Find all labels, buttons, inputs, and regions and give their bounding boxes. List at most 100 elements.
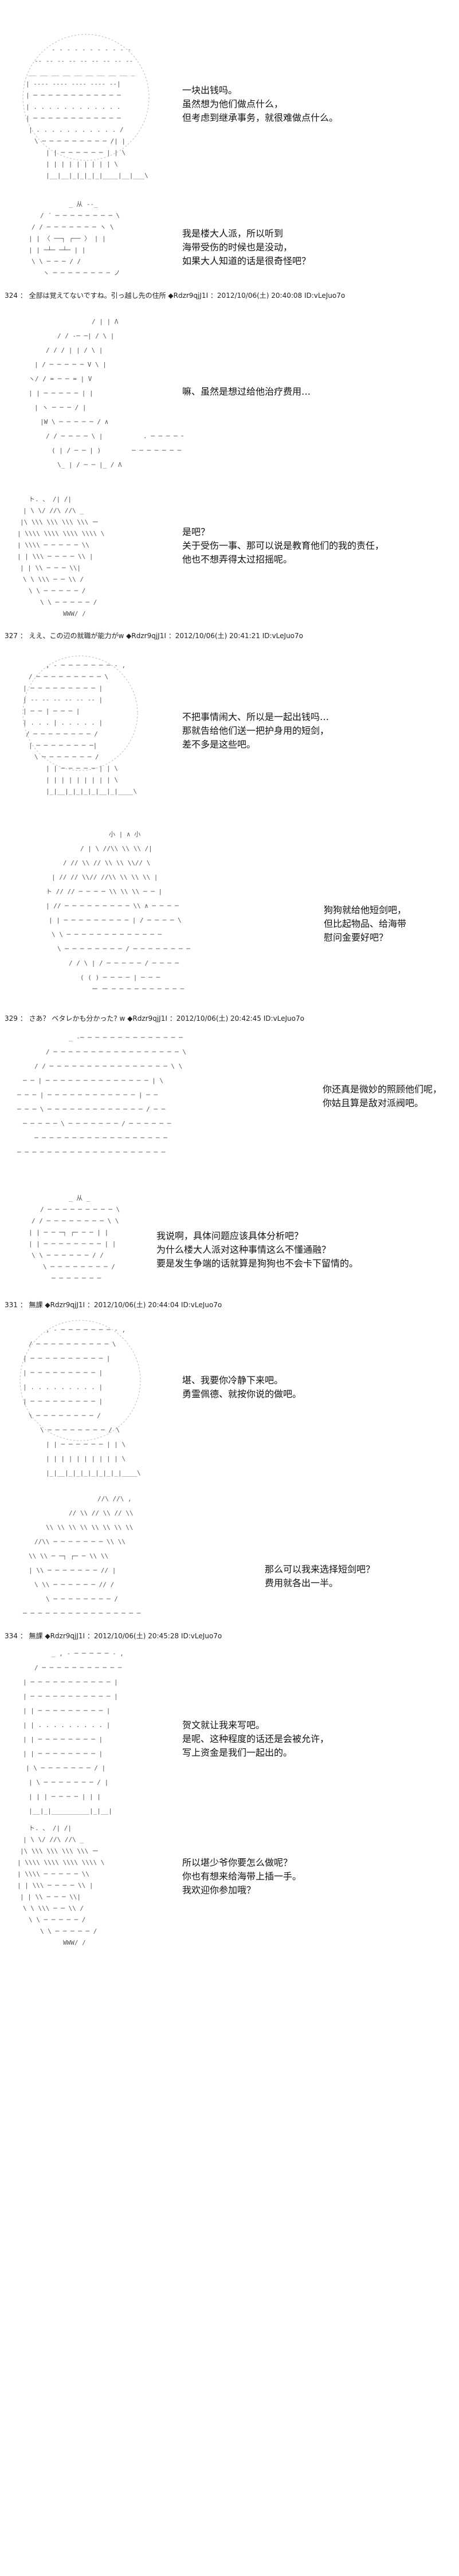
svg-text:| ─ ─ | ─ ─ ─ |: | ─ ─ | ─ ─ ─ | bbox=[23, 707, 80, 715]
svg-text:/ / ─ ─ ─ ─ ─ ─ ─ ─ \ \: / / ─ ─ ─ ─ ─ ─ ─ ─ \ \ bbox=[32, 1217, 119, 1225]
svg-text://\ //\ ,: //\ //\ , bbox=[97, 1495, 132, 1503]
svg-text:| | ─ ─ ─ ─ ─ ─ | | \: | | ─ ─ ─ ─ ─ ─ | | \ bbox=[46, 1441, 125, 1448]
ascii-art-young-man-face: _ 从 --_ / ´ ─ ─ ─ ─ ─ ─ ─ ─ \ / / ─ ─ ─ … bbox=[17, 198, 155, 284]
svg-text:_ 从 _: _ 从 _ bbox=[69, 1194, 91, 1202]
svg-text:─ ─ ─ ─ ─ ─ ─ ─ ─ ─ ─ ─ ─ ─ ─: ─ ─ ─ ─ ─ ─ ─ ─ ─ ─ ─ ─ ─ ─ ─ ─ ─ ─ ─ ─ bbox=[17, 1149, 166, 1156]
dialogue-327-b: 狗狗就给他短剑吧， 但比起物品、给海带 慰问金要好吧？ bbox=[324, 903, 406, 945]
svg-text:|\ \\\ \\\ \\\ \\\ ー: |\ \\\ \\\ \\\ \\\ ー bbox=[20, 1847, 99, 1855]
svg-text:| // ─ ─ ─ ─ ─ ─ ─ ─ ─ \\ ∧ ─: | // ─ ─ ─ ─ ─ ─ ─ ─ ─ \\ ∧ ─ ─ ─ ─ bbox=[46, 902, 179, 910]
svg-text:( ( ) ─ ─ ─ ─ | ─ ─ ─: ( ( ) ─ ─ ─ ─ | ─ ─ ─ bbox=[80, 974, 160, 981]
dialogue-line: 要是发生争端的话就算是狗狗也不会卡下留情的。 bbox=[156, 1258, 359, 1269]
svg-text:| ─ ─ ─ ─ ─ ─ ─ ─ ─ ─ ─ ─: | ─ ─ ─ ─ ─ ─ ─ ─ ─ ─ ─ ─ bbox=[26, 115, 121, 122]
svg-text:| | | ─ ─ ─ ─ | | |: | | | ─ ─ ─ ─ | | | bbox=[29, 1793, 101, 1800]
ascii-art-smooth-face: - - - - - - - - - - - -- -- -- -- -- -- … bbox=[11, 29, 178, 195]
svg-text:| ─ ─ ─ ─ ─ ─ ─ ─ ─ |: | ─ ─ ─ ─ ─ ─ ─ ─ ─ | bbox=[23, 1369, 103, 1377]
svg-text:| \ ─ ─ ─ ─ ─ ─ ─ / |: | \ ─ ─ ─ ─ ─ ─ ─ / | bbox=[26, 1764, 105, 1772]
ascii-art-young-man-face-2: _ 从 _ / ─ ─ ─ ─ ─ ─ ─ ─ ─ \ / / ─ ─ ─ ─ … bbox=[17, 1191, 149, 1283]
ascii-art-image: ト. 、 /| /| | \ \/ //\ //\ _ |\ \\\ \\\ \… bbox=[17, 495, 104, 618]
svg-text:\ \ ─ ─ ─ ─ ─ /: \ \ ─ ─ ─ ─ ─ / bbox=[29, 587, 85, 595]
svg-text:- - - - - - - - - - -: - - - - - - - - - - - bbox=[52, 46, 131, 53]
svg-text:\ \ ─ ─ ─ ─ ─ ─ / /: \ \ ─ ─ ─ ─ ─ ─ / / bbox=[32, 1252, 104, 1259]
svg-text:─ ─ ─ ─ ─ ─ ─ ─ ─ ─ ─ ─ ─ ─ ─: ─ ─ ─ ─ ─ ─ ─ ─ ─ ─ ─ ─ ─ ─ ─ ─ bbox=[22, 1610, 141, 1617]
svg-text:| . . . . . . . . . |: | . . . . . . . . . | bbox=[23, 1383, 103, 1391]
svg-text:| | \\\ ─ ─ ─ ─ \\ |: | | \\\ ─ ─ ─ ─ \\ | bbox=[17, 553, 93, 560]
svg-text:| ヽ ─ ─ ─ / |: | ヽ ─ ─ ─ / | bbox=[34, 404, 86, 411]
dialogue-line: 海带受伤的时候也是没动， bbox=[182, 242, 293, 253]
svg-text:\ \ ─ ─ ─ ─ ─ /: \ \ ─ ─ ─ ─ ─ / bbox=[29, 1916, 85, 1924]
svg-text:/ ─ ─ ─ ─ ─ ─ ─ ─ /: / ─ ─ ─ ─ ─ ─ ─ ─ / bbox=[26, 730, 98, 738]
svg-text:|_|__|_|_|_|_|__|_|____\: |_|__|_|_|_|_|__|_|____\ bbox=[46, 788, 137, 795]
dialogue-line: 差不多是这些吧。 bbox=[182, 739, 256, 750]
svg-text:| | | | | | | | | | \: | | | | | | | | | | \ bbox=[46, 1455, 125, 1462]
svg-text:ト. 、 /| /|: ト. 、 /| /| bbox=[29, 1824, 72, 1832]
svg-text:| | . . . . . . . . . |: | | . . . . . . . . . | bbox=[23, 1721, 110, 1729]
post-header: 327 ： ええ、この辺の就職が能力がw ◆Rdzr9qjJ1I ：2012/1… bbox=[5, 632, 303, 640]
dialogue-line: 勇霊佩德、就按你说的做吧。 bbox=[182, 1389, 302, 1399]
svg-text:| ─ ─ ─ ─ ─ ─ ─ ─ ─ ─ ─ ─: | ─ ─ ─ ─ ─ ─ ─ ─ ─ ─ ─ ─ bbox=[26, 92, 121, 99]
ascii-art-sharp-haired-face: ト. 、 /| /| | \ \/ //\ //\ _ |\ \\\ \\\ \… bbox=[11, 490, 160, 622]
svg-text:\ \ \\\ ─ ─ \\ /: \ \ \\\ ─ ─ \\ / bbox=[23, 1905, 84, 1912]
svg-text:/ ─ ─ ─ ─ ─ ─ ─ ─ ─ ─ ─ ─ ─ ─: / ─ ─ ─ ─ ─ ─ ─ ─ ─ ─ ─ ─ ─ ─ ─ ─ ─ \ bbox=[46, 1048, 186, 1056]
svg-text:| | \\ ─ ─ ─ \\|: | | \\ ─ ─ ─ \\| bbox=[20, 564, 81, 572]
svg-text:|__|_|__________|_|__|: |__|_|__________|_|__| bbox=[29, 1807, 112, 1815]
svg-text:/ / ─ ─ ─ ─ \ |: / / ─ ─ ─ ─ \ | bbox=[46, 432, 103, 440]
ascii-art-crowd-scene: 小 | ∧ 小 / | \ //\\ \\ \\ /| / // \\ // \… bbox=[34, 825, 309, 997]
svg-text:| | ─ ─ ─ ─ ─ ─ | | \: | | ─ ─ ─ ─ ─ ─ | | \ bbox=[46, 149, 125, 156]
svg-text:|__|__|_|_|_|_|____|__|___\: |__|__|_|_|_|_|____|__|___\ bbox=[46, 172, 148, 179]
svg-text:|W \ ─ ─ ─ ─ ─ / ∧: |W \ ─ ─ ─ ─ ─ / ∧ bbox=[40, 418, 108, 426]
svg-text:ト // // ─ ─ ─ ─ \\ \\ \\ ─ ─ |: ト // // ─ ─ ─ ─ \\ \\ \\ ─ ─ | bbox=[46, 888, 162, 895]
svg-text:\ ─ ─ ─ ─ ─ ─ ─ ─ / ─ ─ ─ ─ ─: \ ─ ─ ─ ─ ─ ─ ─ ─ / ─ ─ ─ ─ ─ ─ ─ ─ bbox=[57, 945, 190, 953]
dialogue-324-b: 是吧？ 关于受伤一事、那可以说是教育他们的我的责任， 他也不想弄得太过招摇呢。 bbox=[182, 525, 384, 567]
svg-text:\ \ ─ ─ ─ ─ ─ ─ ─ ─ ─ ─ ─: \ \ ─ ─ ─ ─ ─ ─ ─ ─ ─ ─ ─ ─ ─ bbox=[52, 931, 162, 938]
svg-text:─ ─ ─ ─ ─ ─ ─: ─ ─ ─ ─ ─ ─ ─ bbox=[51, 1275, 101, 1282]
dialogue-line: 嘛、虽然是想过给他治疗费用… bbox=[182, 386, 311, 397]
svg-text:─ ─ | ─ ─ ─ ─ ─ ─ ─ ─ ─ ─ ─: ─ ─ | ─ ─ ─ ─ ─ ─ ─ ─ ─ ─ ─ ─ ─ ─ | \ bbox=[22, 1077, 163, 1084]
ascii-art-smooth-face-3: , - ─ ─ ─ ─ ─ ─ ─ - , / ─ ─ ─ ─ ─ ─ ─ ─ … bbox=[11, 1315, 183, 1486]
svg-text:| / ─ ─ ─ ─ ─ V \ |: | / ─ ─ ─ ─ ─ V \ | bbox=[34, 361, 107, 368]
svg-text:/ ─ ─ ─ ─ ─ ─ ─ ─ ─ ─ ─: / ─ ─ ─ ─ ─ ─ ─ ─ ─ ─ ─ bbox=[34, 1664, 122, 1672]
svg-text:| ─ ─ ─ ─ ─ ─ ─ ─|: | ─ ─ ─ ─ ─ ─ ─ ─| bbox=[29, 742, 97, 749]
dialogue-line: 狗狗就给他短剑吧， bbox=[324, 904, 407, 915]
dialogue-319-a: 一块出钱吗。 虽然想为他们做点什么， 但考虑到继承事务，就很难做点什么。 bbox=[182, 84, 338, 125]
svg-text:| | ─ ─ ─ ─ ─ ─ ─ ─ |: | | ─ ─ ─ ─ ─ ─ ─ ─ | bbox=[23, 1736, 103, 1743]
svg-text:| ─ ─ ─ ─ ─ ─ ─ ─ ─ ─ ─ |: | ─ ─ ─ ─ ─ ─ ─ ─ ─ ─ ─ | bbox=[23, 1693, 118, 1700]
dialogue-line: 堪、我要你冷静下来吧。 bbox=[182, 1375, 284, 1386]
svg-text:小 | ∧ 小: 小 | ∧ 小 bbox=[109, 831, 140, 838]
svg-text:/ / \ | / ─ ─ ─ ─ ─ / ─ ─: / / \ | / ─ ─ ─ ─ ─ / ─ ─ ─ ─ bbox=[69, 959, 179, 967]
svg-text:/ // \\ // \\ \\ \\// \: / // \\ // \\ \\ \\// \ bbox=[63, 859, 150, 867]
svg-text:| ---- ---- ---- ---- --|: | ---- ---- ---- ---- --| bbox=[26, 80, 121, 88]
svg-text:, - ─ ─ ─ ─ ─ ─ ─ - ,: , - ─ ─ ─ ─ ─ ─ ─ - , bbox=[46, 662, 125, 669]
svg-text:WWW/ /: WWW/ / bbox=[63, 610, 86, 618]
ascii-art-reclining-figure: _ -─ ─ ─ ─ ─ ─ ─ ─ ─ ─ ─ ─ ─ ─ / ─ ─ ─ ─… bbox=[11, 1028, 298, 1166]
dialogue-331-a: 堪、我要你冷静下来吧。 勇霊佩德、就按你说的做吧。 bbox=[182, 1374, 301, 1401]
ascii-art-image: _ 从 _ / ─ ─ ─ ─ ─ ─ ─ ─ ─ \ / / ─ ─ ─ ─ … bbox=[29, 1194, 120, 1282]
dialogue-331-b: 那么可以我来选择短剑吧？ 费用就各出一半。 bbox=[265, 1563, 375, 1590]
svg-text:| ‐‐ ‐‐ ‐‐ ‐‐ ‐‐ ‐‐ |: | ‐‐ ‐‐ ‐‐ ‐‐ ‐‐ ‐‐ | bbox=[23, 696, 103, 703]
post-header: 334 ： 無課 ◆Rdzr9qjJ1I ：2012/10/06(土) 20:4… bbox=[5, 1632, 222, 1640]
dialogue-line: 你还真是微妙的照顾他们呢， bbox=[323, 1084, 442, 1095]
svg-text:ヽ ─ ─ ─ ─ ─ ─ ─ ─ ノ: ヽ ─ ─ ─ ─ ─ ─ ─ ─ ノ bbox=[43, 269, 120, 277]
dialogue-329-b: 我说啊，具体问题应该具体分析吧？ 为什么楼大人派对这种事情这么不懂通融？ 要是发… bbox=[156, 1229, 358, 1271]
svg-text:| ─ ─ ─ ─ ─ ─ ─ ─ ─ ─ ─ |: | ─ ─ ─ ─ ─ ─ ─ ─ ─ ─ ─ | bbox=[23, 1678, 118, 1686]
dialogue-line: 慰问金要好吧？ bbox=[324, 932, 389, 943]
svg-text:| | ─ ─ ─ ─ ─ ─ ─ ─ ─ | / ─ ─: | | ─ ─ ─ ─ ─ ─ ─ ─ ─ | / ─ ─ ─ ─ \ bbox=[49, 917, 182, 924]
svg-text:| \ ─ ─ ─ ─ ─ ─ ─ / |: | \ ─ ─ ─ ─ ─ ─ ─ / | bbox=[29, 1779, 108, 1786]
svg-text:| . . . | . . . . . |: | . . . | . . . . . | bbox=[23, 719, 103, 726]
svg-text:| | ─ ─ ─ ─ ─ | | \: | | ─ ─ ─ ─ ─ | | \ bbox=[46, 765, 118, 772]
ascii-art-image: , - ─ ─ ─ ─ ─ ─ ─ - , / ─ ─ ─ ─ ─ ─ ─ ─ … bbox=[19, 1320, 141, 1477]
dialogue-329-a: 你还真是微妙的照顾他们呢， 你姑且算是敌对派阀吧。 bbox=[323, 1083, 442, 1110]
dialogue-line: 是呢、这种程度的话还是会被允许， bbox=[182, 1733, 329, 1744]
svg-text:_ , - ─ ─ ─ ─ ─ - ,: _ , - ─ ─ ─ ─ ─ - , bbox=[52, 1650, 124, 1657]
svg-text:\\ \\ \\ \\ \\ \\ \\ \\: \\ \\ \\ \\ \\ \\ \\ \\ bbox=[46, 1524, 133, 1531]
svg-text:/ ─ ─ ─ ─ ─ ─ ─ ─ ─ \: / ─ ─ ─ ─ ─ ─ ─ ─ ─ \ bbox=[29, 673, 108, 681]
dialogue-line: 如果大人知道的话是很奇怪吧？ bbox=[182, 255, 311, 266]
ascii-art-hooded-figure: / | | Λ / / -─ ─| / \ | / / / | | / \ | … bbox=[11, 312, 183, 484]
dialogue-line: 不把事情闹大、所以是一起出钱吗… bbox=[182, 711, 329, 722]
dialogue-line: 费用就各出一半。 bbox=[265, 1578, 339, 1588]
dialogue-line: 贺文就让我来写吧。 bbox=[182, 1720, 265, 1731]
post-header: 331 ： 無課 ◆Rdzr9qjJ1I ：2012/10/06(土) 20:4… bbox=[5, 1301, 222, 1309]
svg-text:\ \\ ─ ─ ─ ─ ─ ─ // /: \ \\ ─ ─ ─ ─ ─ ─ // / bbox=[34, 1581, 114, 1588]
svg-text:| | \\\ ─ ─ ─ ─ \\ |: | | \\\ ─ ─ ─ ─ \\ | bbox=[17, 1882, 93, 1889]
svg-text:/ ─ ─ ─ ─ ─ ─ ─ ─ ─ \: / ─ ─ ─ ─ ─ ─ ─ ─ ─ \ bbox=[40, 1206, 120, 1213]
